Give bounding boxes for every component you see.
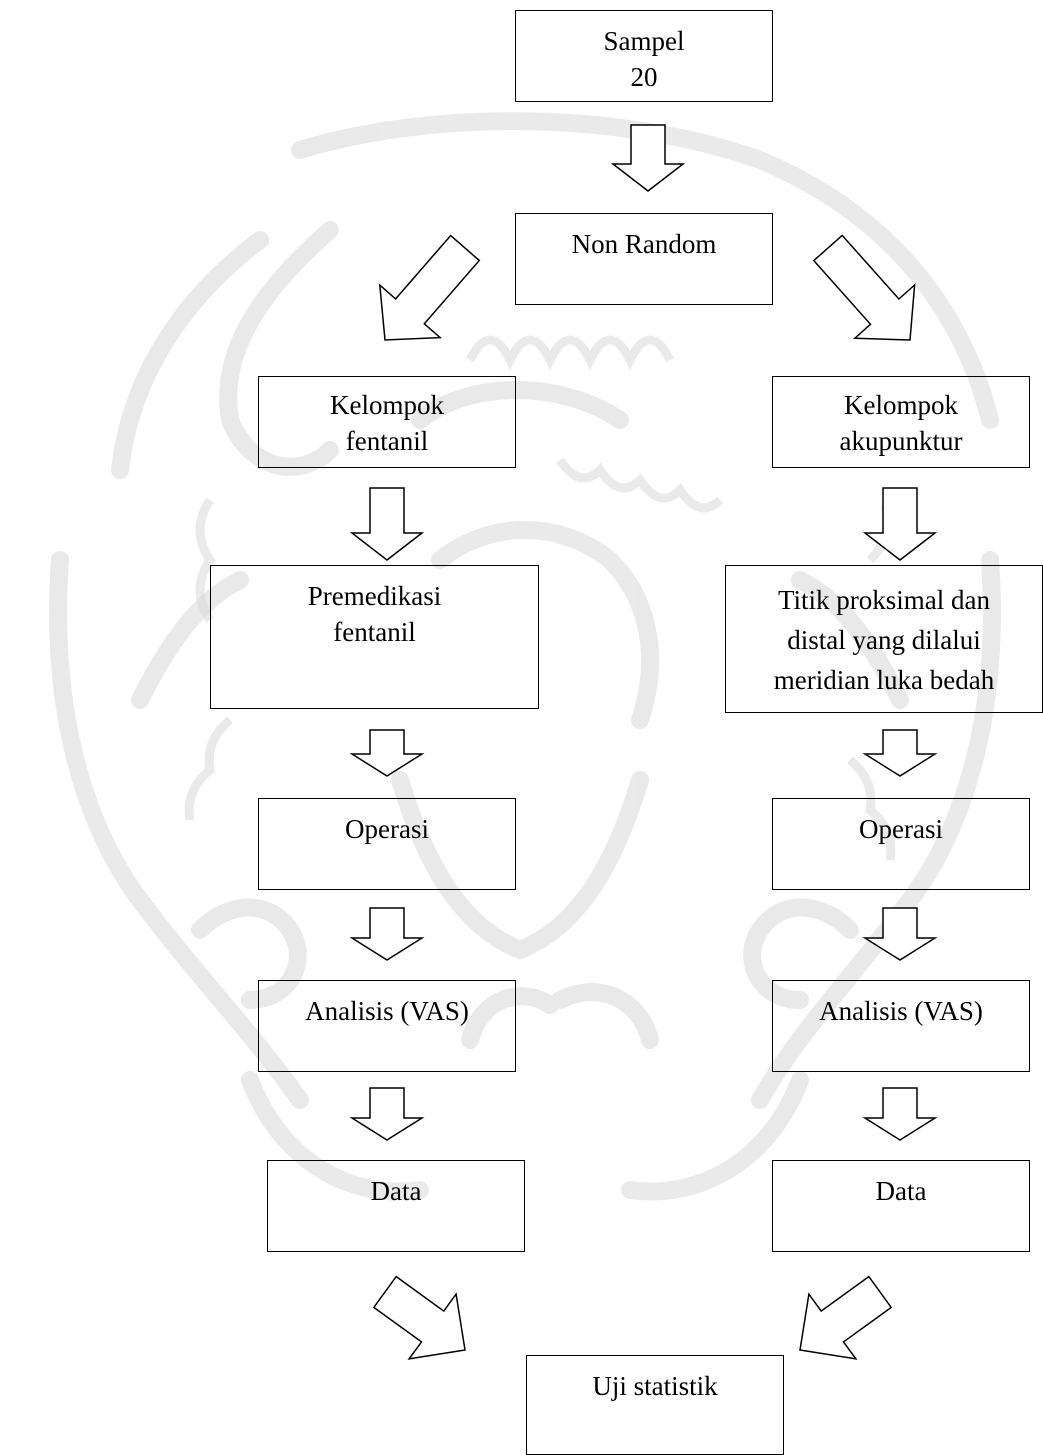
node-sample-label: Sampel 20 [603, 26, 685, 92]
node-data-right: Data [772, 1160, 1030, 1252]
arrow-right-data-to-stat [799, 1275, 893, 1360]
arrow-left-analysis-to-data [349, 1087, 425, 1141]
node-analysis-left: Analisis (VAS) [258, 980, 516, 1072]
node-analysis-right: Analisis (VAS) [772, 980, 1030, 1072]
node-non-random: Non Random [515, 213, 773, 305]
node-premed-fentanyl-label: Premedikasi fentanil [307, 581, 442, 647]
node-group-fentanyl-label: Kelompok fentanil [330, 390, 444, 456]
node-group-fentanyl: Kelompok fentanil [258, 376, 516, 468]
node-operation-right: Operasi [772, 798, 1030, 890]
node-data-left-label: Data [370, 1176, 422, 1206]
node-acupuncture-points: Titik proksimal dan distal yang dilalui … [725, 565, 1043, 713]
node-operation-left-label: Operasi [345, 814, 429, 844]
node-group-acupuncture-label: Kelompok akupunktur [839, 390, 963, 456]
arrow-left-operation-to-analysis [349, 907, 425, 961]
node-operation-right-label: Operasi [859, 814, 943, 844]
node-data-right-label: Data [875, 1176, 927, 1206]
arrow-right-operation-to-analysis [862, 907, 938, 961]
arrow-nonrandom-to-left-group [378, 234, 481, 341]
arrow-right-analysis-to-data [862, 1087, 938, 1141]
node-analysis-right-label: Analisis (VAS) [819, 996, 983, 1026]
arrow-right-group-to-points [862, 487, 938, 561]
node-premed-fentanyl: Premedikasi fentanil [210, 565, 539, 709]
node-stat-test-label: Uji statistik [592, 1371, 718, 1401]
arrow-left-group-to-premed [349, 487, 425, 561]
arrow-left-data-to-stat [372, 1275, 466, 1360]
node-operation-left: Operasi [258, 798, 516, 890]
node-sample: Sampel 20 [515, 10, 773, 102]
arrow-nonrandom-to-right-group [812, 234, 916, 341]
node-acupuncture-points-label: Titik proksimal dan distal yang dilalui … [773, 585, 995, 695]
node-data-left: Data [267, 1160, 525, 1252]
arrow-sample-to-nonrandom [610, 124, 686, 192]
arrow-right-points-to-operation [862, 729, 938, 777]
node-group-acupuncture: Kelompok akupunktur [772, 376, 1030, 468]
node-non-random-label: Non Random [571, 229, 717, 259]
node-analysis-left-label: Analisis (VAS) [305, 996, 469, 1026]
node-stat-test: Uji statistik [526, 1355, 784, 1455]
arrow-left-premed-to-operation [349, 729, 425, 777]
